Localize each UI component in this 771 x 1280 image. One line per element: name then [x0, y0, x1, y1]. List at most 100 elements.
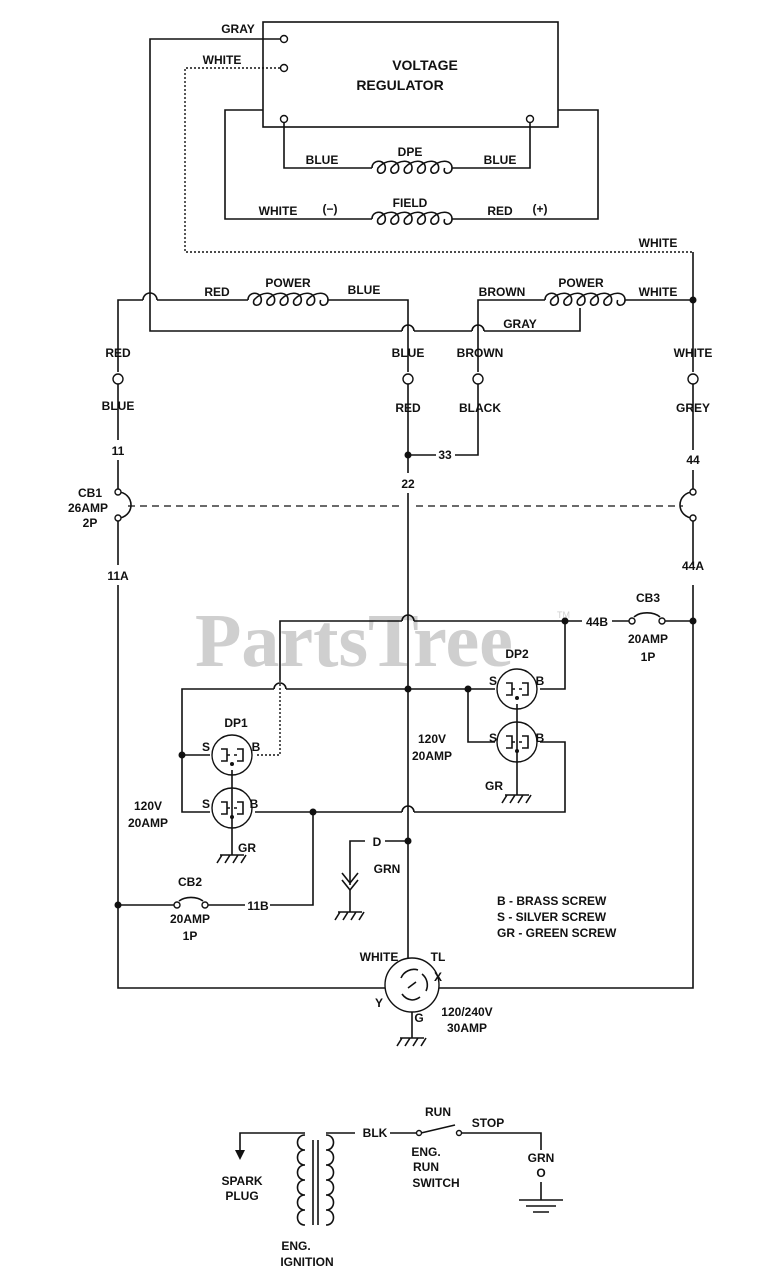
- field-wire-left: [224, 109, 372, 220]
- coil-loops: [371, 160, 453, 175]
- regulator-title-line2: REGULATOR: [356, 77, 443, 93]
- cb3-arc: [633, 612, 661, 618]
- cb1-terminal-top: [114, 488, 122, 496]
- connector-1: [112, 373, 124, 385]
- dp1-b2-wire: [255, 741, 566, 813]
- bus-22-horizontal: [181, 688, 495, 755]
- run-switch-label-1: ENG.: [411, 1145, 440, 1159]
- wire-33: [408, 384, 479, 456]
- receptacle-silver-slot: [506, 735, 515, 749]
- power2-coil: [544, 292, 626, 307]
- field-coil: [371, 211, 453, 226]
- ign-grn-sub: O: [536, 1166, 545, 1180]
- run-switch-label-2: RUN: [413, 1160, 439, 1174]
- junction-33: [404, 451, 412, 459]
- wire-44-label: 44: [686, 453, 700, 467]
- white-lead-dotted: [184, 67, 693, 253]
- wire-11a-label: 11A: [107, 569, 129, 583]
- receptacle-brass-slot: [234, 801, 244, 815]
- wire-22-label: 22: [401, 477, 415, 491]
- dpe-label: DPE: [398, 145, 423, 159]
- cb1-name: CB1: [78, 486, 102, 500]
- run-switch-contact-1: [415, 1129, 423, 1137]
- coil-loops: [247, 292, 329, 307]
- dp1-name: DP1: [224, 716, 248, 730]
- regulator-terminal-dpe-right: [525, 114, 535, 124]
- dp1-s2-label: S: [202, 797, 210, 811]
- field-left-label: WHITE: [259, 204, 298, 218]
- dp2-s-label: S: [489, 674, 497, 688]
- dp2-b-label: B: [536, 674, 545, 688]
- ground-hatch: [396, 1037, 427, 1047]
- legend-green: GR - GREEN SCREW: [497, 926, 617, 940]
- wire-33-label: 33: [438, 448, 452, 462]
- spark-plug-label-1: SPARK: [221, 1174, 262, 1188]
- cb1-terminal-top-right: [689, 488, 697, 496]
- legend-brass: B - BRASS SCREW: [497, 894, 607, 908]
- dpe-coil: [371, 160, 453, 175]
- twistlock-tl-label: TL: [431, 950, 446, 964]
- cb2-terminal-left: [173, 901, 181, 909]
- cb2-rating: 20AMP: [170, 912, 210, 926]
- ground-d-symbol: [334, 911, 365, 921]
- dpe-wire-left: [283, 123, 372, 169]
- dp2-gr-label: GR: [485, 779, 503, 793]
- watermark: PartsTree: [195, 599, 513, 683]
- dp1-gr-label: GR: [238, 841, 256, 855]
- twistlock-rating-2: 30AMP: [447, 1021, 487, 1035]
- receptacle-ground-pin: [515, 696, 519, 700]
- earth-ground-lines: [519, 1199, 563, 1213]
- dp1-ground-symbol: [216, 854, 247, 864]
- dp1-receptacle-top: [211, 734, 253, 776]
- ignition-coil-primary: [296, 1134, 306, 1226]
- field-right-label: RED: [487, 204, 513, 218]
- power1-label: POWER: [265, 276, 311, 290]
- spark-plug-label-2: PLUG: [225, 1189, 258, 1203]
- ignition-ground-symbol: [519, 1199, 563, 1213]
- receptacle-ground-pin: [230, 762, 234, 766]
- spark-plug-arrow: [235, 1150, 245, 1160]
- wire-11-label: 11: [112, 444, 125, 458]
- receptacle-face: [496, 668, 538, 710]
- ground-hatch: [501, 794, 532, 804]
- cb3-terminal-right: [658, 617, 666, 625]
- dp1-s-label: S: [202, 740, 210, 754]
- wire-11b-label: 11B: [247, 899, 269, 913]
- dp2-rating-2: 20AMP: [412, 749, 452, 763]
- power2-wire-left: [477, 299, 545, 355]
- coil-loops: [325, 1134, 335, 1226]
- power1-wire-right: [328, 299, 409, 355]
- stop-wire: [462, 1132, 542, 1200]
- legend-silver: S - SILVER SCREW: [497, 910, 607, 924]
- power2-label: POWER: [558, 276, 604, 290]
- dp2-name: DP2: [505, 647, 529, 661]
- voltage-regulator-box: [262, 21, 559, 128]
- watermark-trademark: TM: [557, 610, 570, 620]
- dp2-s2-label: S: [489, 731, 497, 745]
- coil-loops: [544, 292, 626, 307]
- regulator-terminal-dpe-left: [279, 114, 289, 124]
- connector-3-top: BROWN: [457, 346, 504, 360]
- bus-44b-horizontal: [279, 620, 565, 680]
- ground-hatch: [216, 854, 247, 864]
- dpe-right-label: BLUE: [484, 153, 517, 167]
- dp1-b2-hop: [401, 805, 415, 813]
- connector-3-bottom: BLACK: [459, 401, 501, 415]
- connector-4: [687, 373, 699, 385]
- twistlock-ground-symbol: [396, 1037, 427, 1047]
- cb3-terminal-left: [628, 617, 636, 625]
- power1-right-label: BLUE: [348, 283, 381, 297]
- run-label: RUN: [425, 1105, 451, 1119]
- dp2-b2-label: B: [536, 731, 545, 745]
- ground-hatch: [334, 911, 365, 921]
- ground-grn-label: GRN: [374, 862, 401, 876]
- cb2-name: CB2: [178, 875, 202, 889]
- regulator-white-label: WHITE: [203, 53, 242, 67]
- field-right-sign: (+): [533, 202, 548, 216]
- cb1-rating: 26AMP: [68, 501, 108, 515]
- ign-grn-label: GRN: [528, 1151, 555, 1165]
- coil-loops: [371, 211, 453, 226]
- connector-2-top: BLUE: [392, 346, 425, 360]
- field-wire-right: [452, 109, 599, 220]
- dp2-receptacle-top: [496, 668, 538, 710]
